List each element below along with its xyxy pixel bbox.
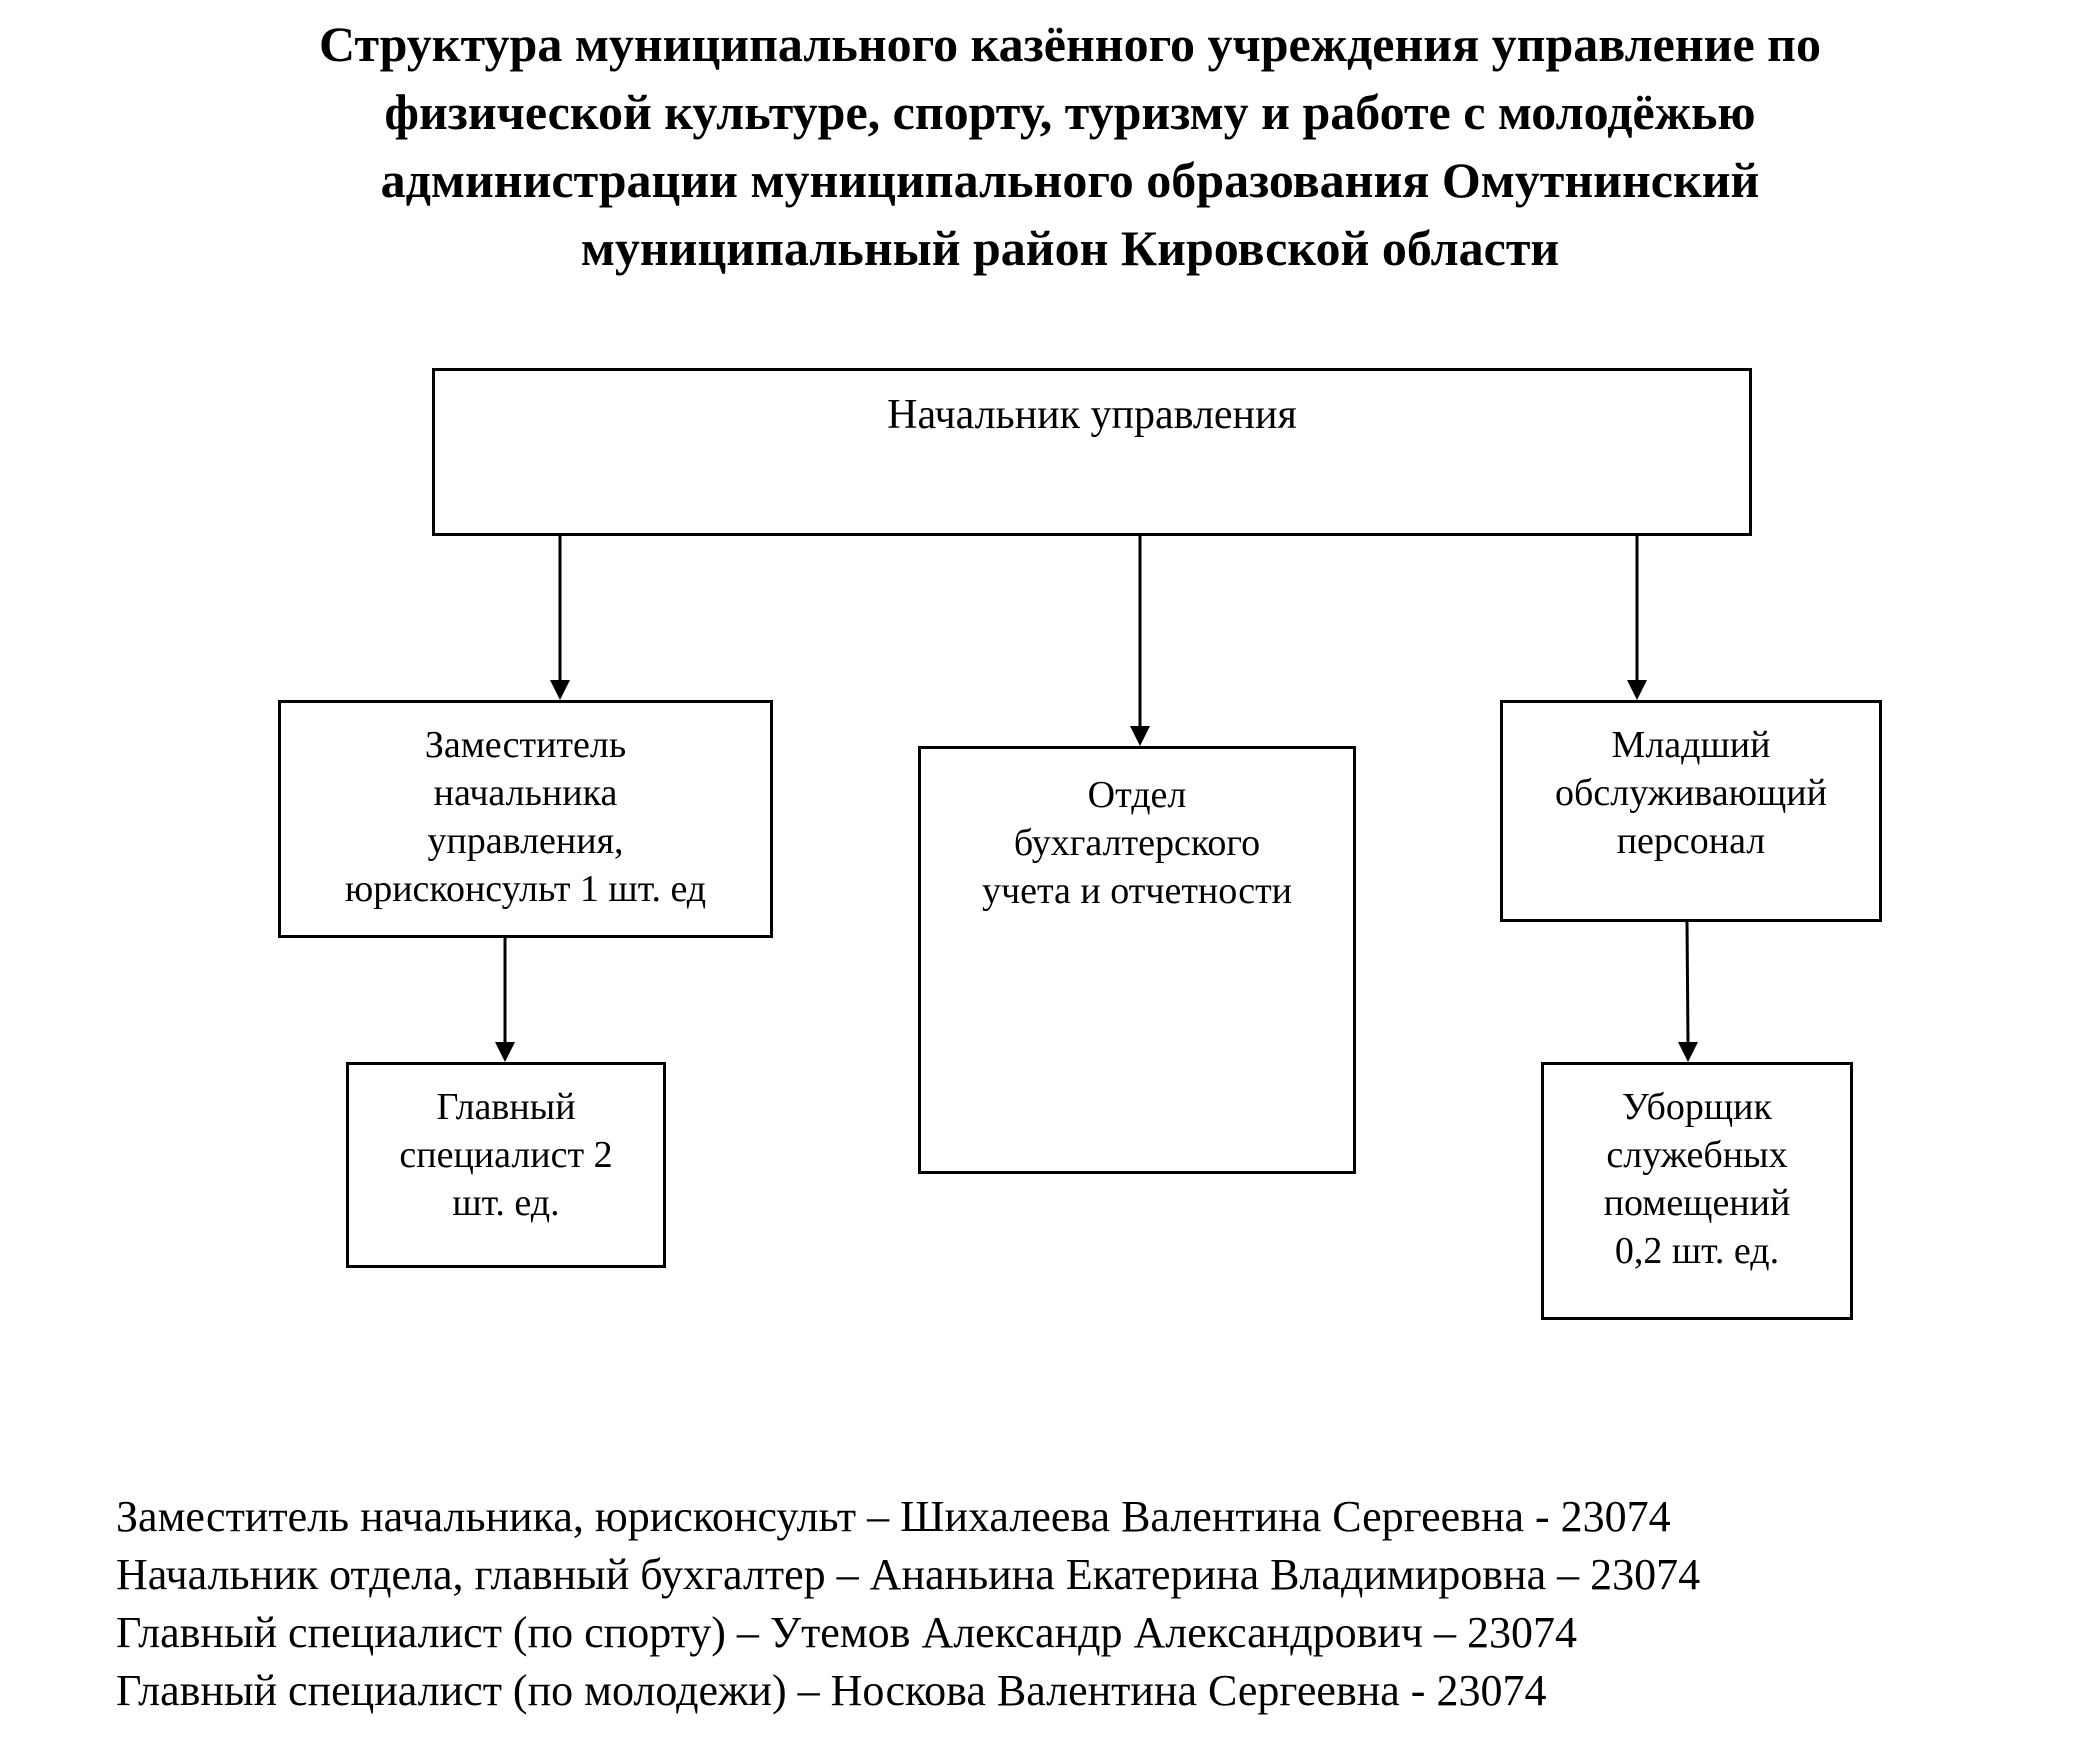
- box-label: управления,: [427, 820, 624, 862]
- title-line: Структура муниципального казённого учреж…: [319, 16, 1821, 72]
- arrow-tip-junior: [1627, 680, 1647, 700]
- title-line: физической культуре, спорту, туризму и р…: [384, 84, 1756, 140]
- box-office-cleaner: Уборщик служебных помещений 0,2 шт. ед.: [1541, 1062, 1853, 1320]
- contact-line: Заместитель начальника, юрисконсульт – Ш…: [116, 1492, 1671, 1541]
- box-label: обслуживающий: [1555, 772, 1827, 814]
- box-label: бухгалтерского: [1013, 822, 1261, 864]
- box-label: юрисконсульт 1 шт. ед: [344, 868, 707, 910]
- box-label: персонал: [1616, 820, 1766, 862]
- box-label: Младший: [1611, 724, 1771, 766]
- box-label: Заместитель: [424, 724, 627, 766]
- contact-line: Главный специалист (по молодежи) – Носко…: [116, 1666, 1547, 1715]
- arrow-junior-to-cleaner: [1685, 921, 1690, 1043]
- box-deputy-head: Заместитель начальника управления, юриск…: [278, 700, 773, 938]
- box-label: 0,2 шт. ед.: [1614, 1230, 1780, 1272]
- box-chief-specialist: Главный специалист 2 шт. ед.: [346, 1062, 666, 1268]
- box-label: Главный: [436, 1086, 576, 1128]
- box-label: шт. ед.: [452, 1182, 560, 1224]
- box-label: специалист 2: [399, 1134, 613, 1176]
- box-label: Отдел: [1087, 774, 1187, 816]
- arrow-tip-chief: [495, 1042, 515, 1062]
- contact-line: Главный специалист (по спорту) – Утемов …: [116, 1608, 1578, 1657]
- arrow-tip-deputy: [550, 680, 570, 700]
- title-line: администрации муниципального образования…: [380, 152, 1760, 208]
- box-label: учета и отчетности: [981, 870, 1293, 912]
- box-accounting-department: Отдел бухгалтерского учета и отчетности: [918, 746, 1356, 1174]
- page-title: Структура муниципального казённого учреж…: [120, 10, 2020, 282]
- box-label: Начальник управления: [887, 392, 1297, 438]
- contact-line: Начальник отдела, главный бухгалтер – Ан…: [116, 1550, 1701, 1599]
- box-junior-service-staff: Младший обслуживающий персонал: [1500, 700, 1882, 922]
- title-line: муниципальный район Кировской области: [580, 220, 1560, 276]
- box-label: помещений: [1603, 1182, 1791, 1224]
- box-label: служебных: [1606, 1134, 1788, 1176]
- staff-contacts-list: Заместитель начальника, юрисконсульт – Ш…: [116, 1488, 1700, 1720]
- box-label: начальника: [433, 772, 618, 814]
- box-label: Уборщик: [1622, 1086, 1772, 1128]
- box-head-of-department: Начальник управления: [432, 368, 1752, 536]
- arrow-tip-cleaner: [1678, 1042, 1698, 1062]
- arrow-tip-accounting: [1130, 726, 1150, 746]
